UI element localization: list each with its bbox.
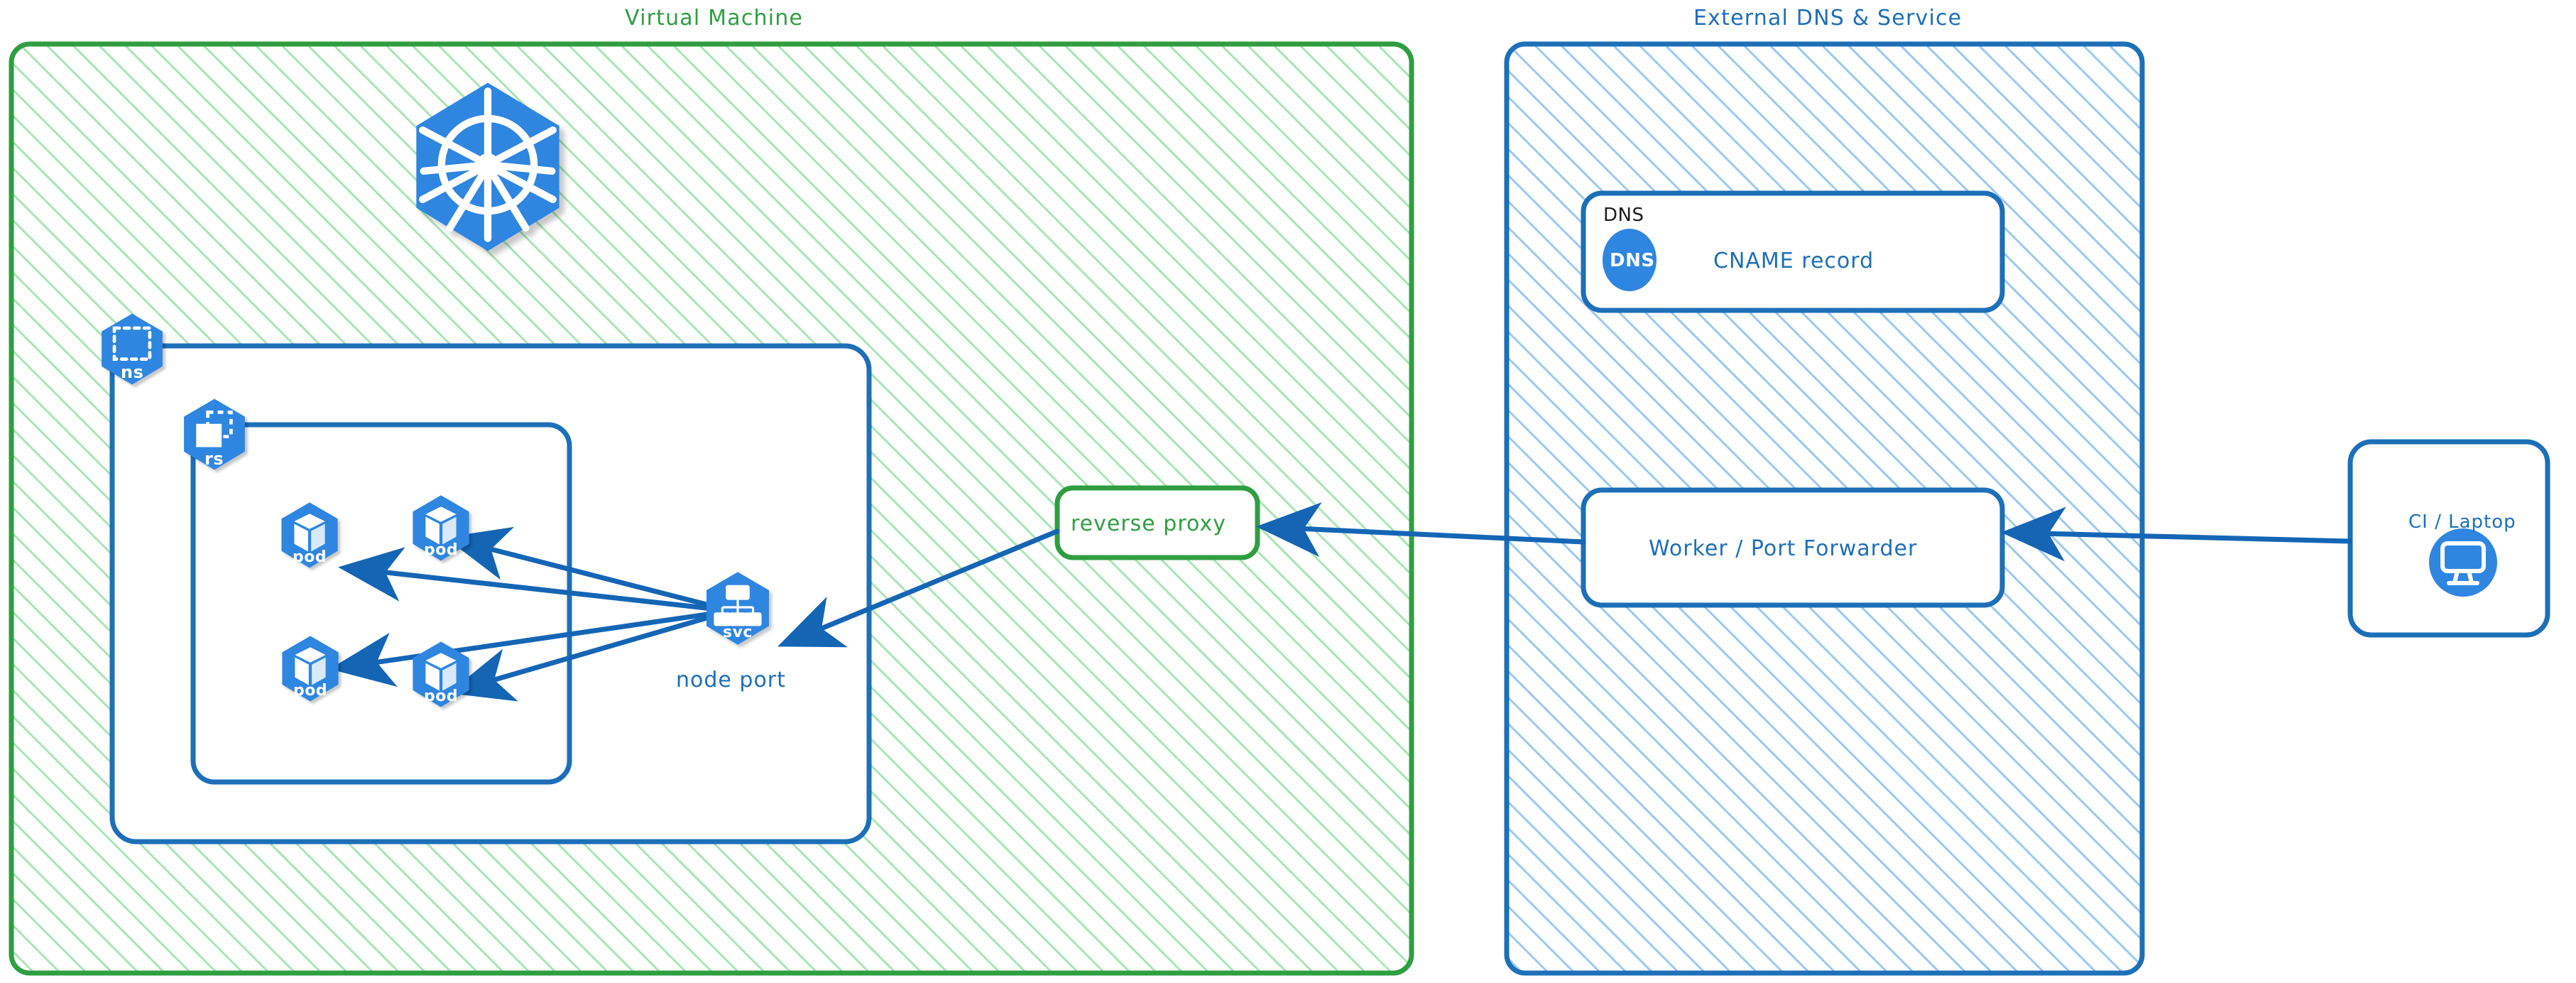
service-icon bbox=[706, 572, 769, 645]
kubernetes-wheel-icon bbox=[416, 82, 560, 251]
replicaset-box bbox=[190, 422, 572, 785]
edge-svc-to-pod-1 bbox=[338, 547, 734, 614]
pod-icon-1 bbox=[281, 502, 338, 568]
edges-layer bbox=[329, 502, 2353, 702]
dns-badge-icon bbox=[1603, 229, 1657, 291]
edge-svc-to-pod-3 bbox=[329, 608, 734, 688]
reverse-proxy-label[interactable]: reverse proxy bbox=[1071, 511, 1226, 536]
pod-icon-label-2: pod bbox=[424, 541, 459, 559]
dns-card bbox=[1581, 190, 2005, 313]
edge-svc-to-pod-2 bbox=[444, 526, 734, 614]
node-port-caption: node port bbox=[676, 668, 786, 693]
ci-laptop-label[interactable]: CI / Laptop bbox=[2408, 511, 2516, 533]
edge-laptop-to-worker bbox=[2001, 506, 2353, 562]
edge-svc-to-pod-4 bbox=[448, 608, 734, 702]
dns-kind-label: DNS bbox=[1603, 205, 1644, 226]
external-dns-service-title: External DNS & Service bbox=[1693, 6, 1963, 31]
dns-badge-label: DNS bbox=[1610, 250, 1655, 271]
replicaset-icon bbox=[184, 398, 245, 470]
pod-icon-label-3: pod bbox=[293, 682, 328, 700]
worker-label[interactable]: Worker / Port Forwarder bbox=[1649, 536, 1918, 561]
virtual-machine-title: Virtual Machine bbox=[625, 6, 804, 31]
pod-icon-3 bbox=[282, 636, 339, 702]
pod-icon-4 bbox=[413, 641, 469, 707]
pod-icon-label-1: pod bbox=[293, 548, 327, 566]
monitor-icon bbox=[2429, 528, 2497, 597]
edge-proxy-to-service bbox=[777, 528, 1060, 648]
cname-record-label: CNAME record bbox=[1713, 249, 1874, 273]
namespace-icon bbox=[102, 313, 163, 385]
pod-icon-label-4: pod bbox=[424, 688, 459, 705]
edge-worker-to-proxy bbox=[1256, 502, 1586, 558]
service-icon-label: svc bbox=[723, 624, 753, 641]
replicaset-icon-label: rs bbox=[204, 449, 224, 469]
pod-icon-2 bbox=[413, 495, 469, 561]
namespace-icon-label: ns bbox=[121, 362, 144, 382]
